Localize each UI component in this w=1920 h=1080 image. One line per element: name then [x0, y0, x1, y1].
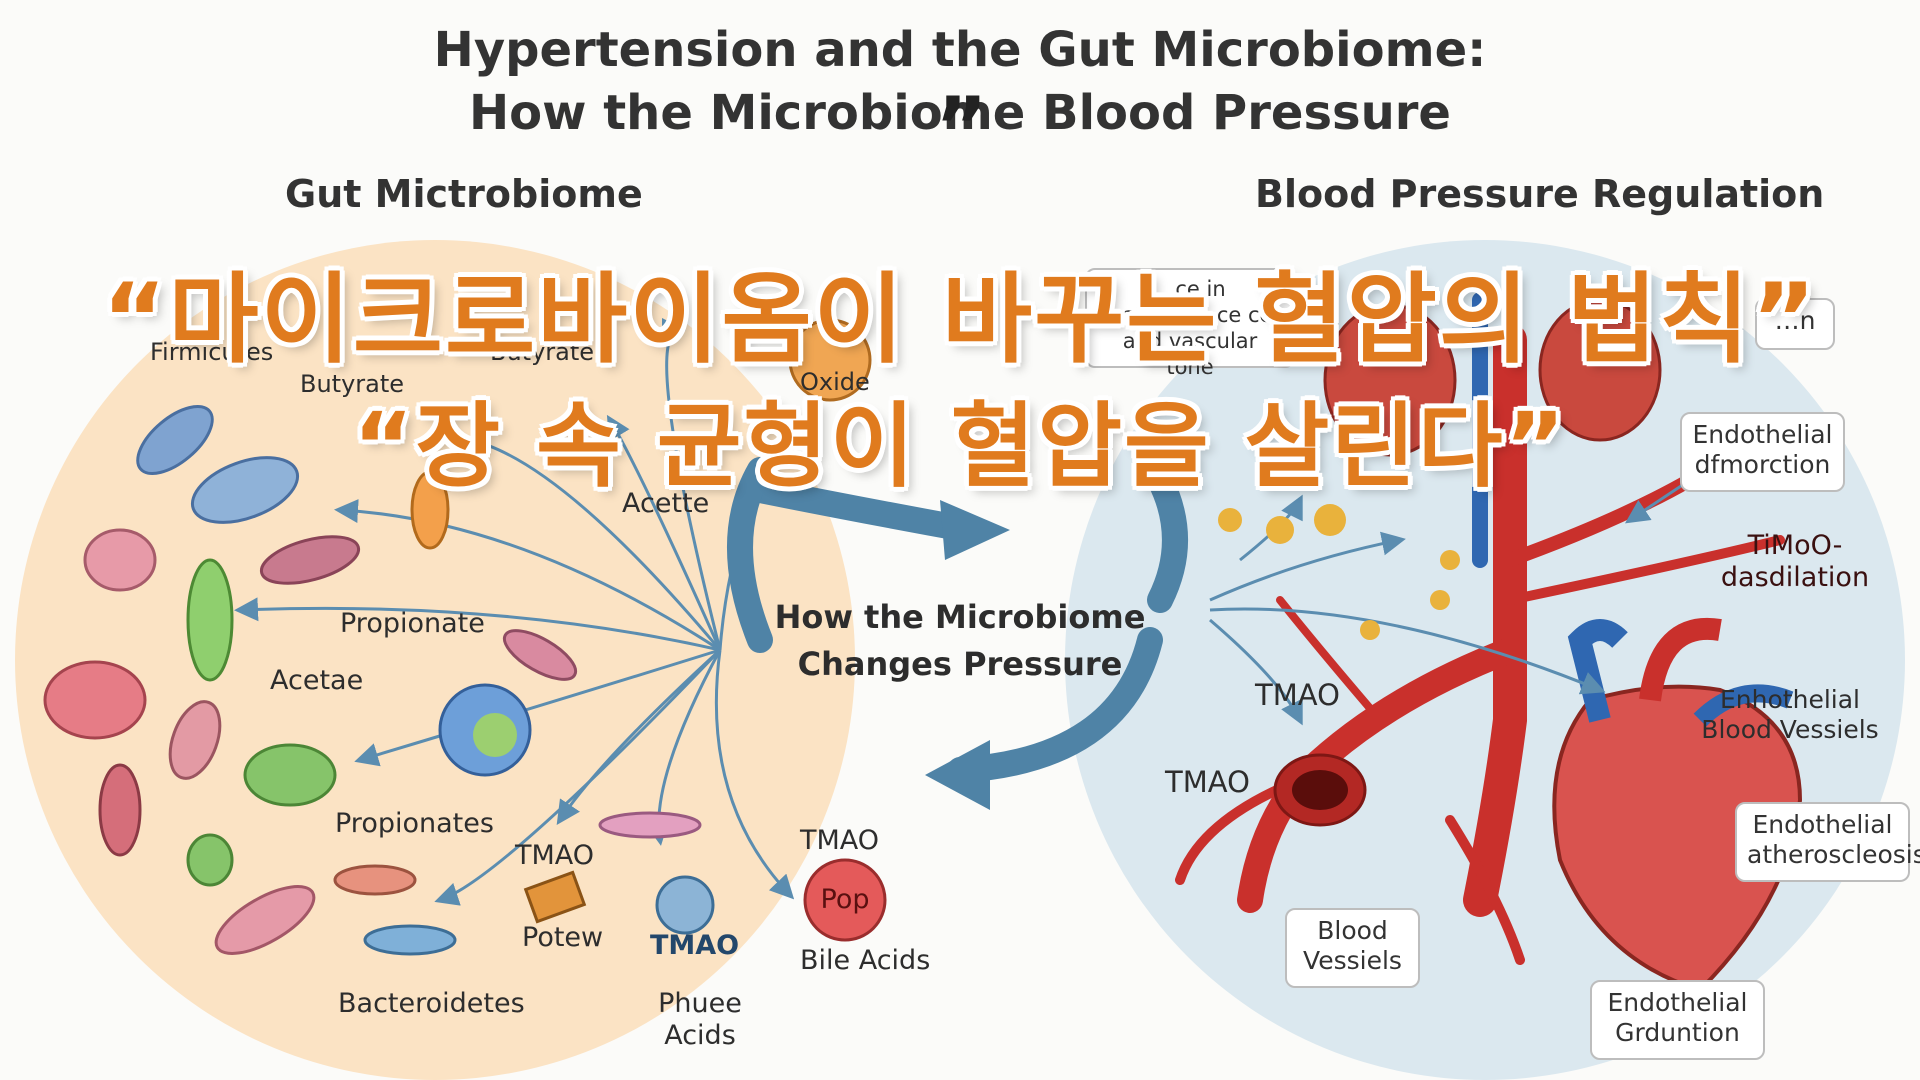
top-right-box: …n [1755, 298, 1835, 350]
stray-quote-mark: ” [935, 80, 988, 173]
label-tmao-3: TMAO [800, 825, 880, 856]
timoo-line-1: TiMoO- [1747, 530, 1843, 561]
timoo-line-2: dasdilation [1720, 562, 1870, 593]
endothelial-dysfunction-box: Endothelial dfmorction [1680, 412, 1845, 492]
left-heading: Gut Mictrobiome [285, 172, 643, 216]
vascular-tone-line-1: …ce in [1154, 277, 1226, 301]
endo-dys-line-1: Endothelial [1692, 420, 1833, 449]
label-bile-acids: Bile Acids [800, 945, 931, 976]
center-label-line-2: Changes Pressure [797, 645, 1123, 683]
label-acetae: Acetae [270, 665, 364, 696]
grdun-line-2: Grduntion [1615, 1018, 1740, 1047]
label-bacteroidetes: Bacteroidetes [338, 988, 525, 1019]
vascular-tone-box: …ce in …ac… ……ce cel and vascular tone [1085, 268, 1295, 379]
label-butyrate-2: Butyrate [490, 338, 595, 366]
label-phuee: Phuee [658, 988, 742, 1019]
overlay-headline-1: “마이크로바이옴이 바꾸는 혈압의 법칙” [102, 263, 1818, 377]
vascular-tone-line-3: and vascular tone [1122, 329, 1258, 379]
kidney-icon [1323, 298, 1662, 457]
label-tmao-a: TMAO [1255, 678, 1340, 712]
label-tmao-1: TMAO [515, 840, 595, 871]
enhothelial-line-1: Enhothelial [1720, 685, 1860, 714]
label-pop: Pop [820, 884, 870, 915]
overlay-headline-2: “장 속 균형이 혈압을 살린다” [352, 393, 1568, 500]
heart-icon [1552, 617, 1803, 993]
label-firmicutes: Firmicutes [150, 338, 274, 366]
label-propionate: Propionate [340, 608, 485, 639]
athero-line-2: atherosclеosis [1747, 840, 1920, 869]
enhothelial-line-2: Blood Vessiels [1701, 715, 1879, 744]
center-label-line-1: How the Microbiome [774, 598, 1146, 636]
atherosclerosis-box: Endothelial atherosclеosis [1735, 802, 1920, 882]
label-oxide: Oxide [800, 368, 870, 396]
label-propionates: Propionates [335, 808, 494, 839]
vascular-tone-line-2: …ac… ……ce cel [1101, 303, 1279, 327]
endothelial-function-box: Endothelial Grduntion [1590, 980, 1765, 1060]
bacteria-icon [43, 318, 887, 956]
label-tmao-2: TMAO [650, 930, 740, 961]
right-heading: Blood Pressure Regulation [1255, 172, 1825, 216]
label-acids: Acids [664, 1020, 736, 1051]
grdun-line-1: Endothelial [1607, 988, 1748, 1017]
vessels-line-2: Vessiels [1303, 946, 1402, 975]
metabolite-particles [1218, 504, 1460, 640]
vessels-line-1: Blood [1317, 916, 1388, 945]
blood-vessels-box: Blood Vessiels [1285, 908, 1420, 988]
label-tmao-b: TMAO [1165, 765, 1250, 799]
athero-line-1: Endothelial [1752, 810, 1893, 839]
top-right-box-text: …n [1774, 306, 1816, 335]
title-line-1: Hypertension and the Gut Microbiome: [433, 22, 1487, 78]
endo-dys-line-2: dfmorction [1694, 450, 1831, 479]
label-acette: Acette [622, 488, 710, 519]
label-potew: Potew [522, 922, 604, 953]
label-butyrate-1: Butyrate [300, 370, 405, 398]
title-line-2: How the Microbiome Blood Pressure [469, 85, 1451, 141]
